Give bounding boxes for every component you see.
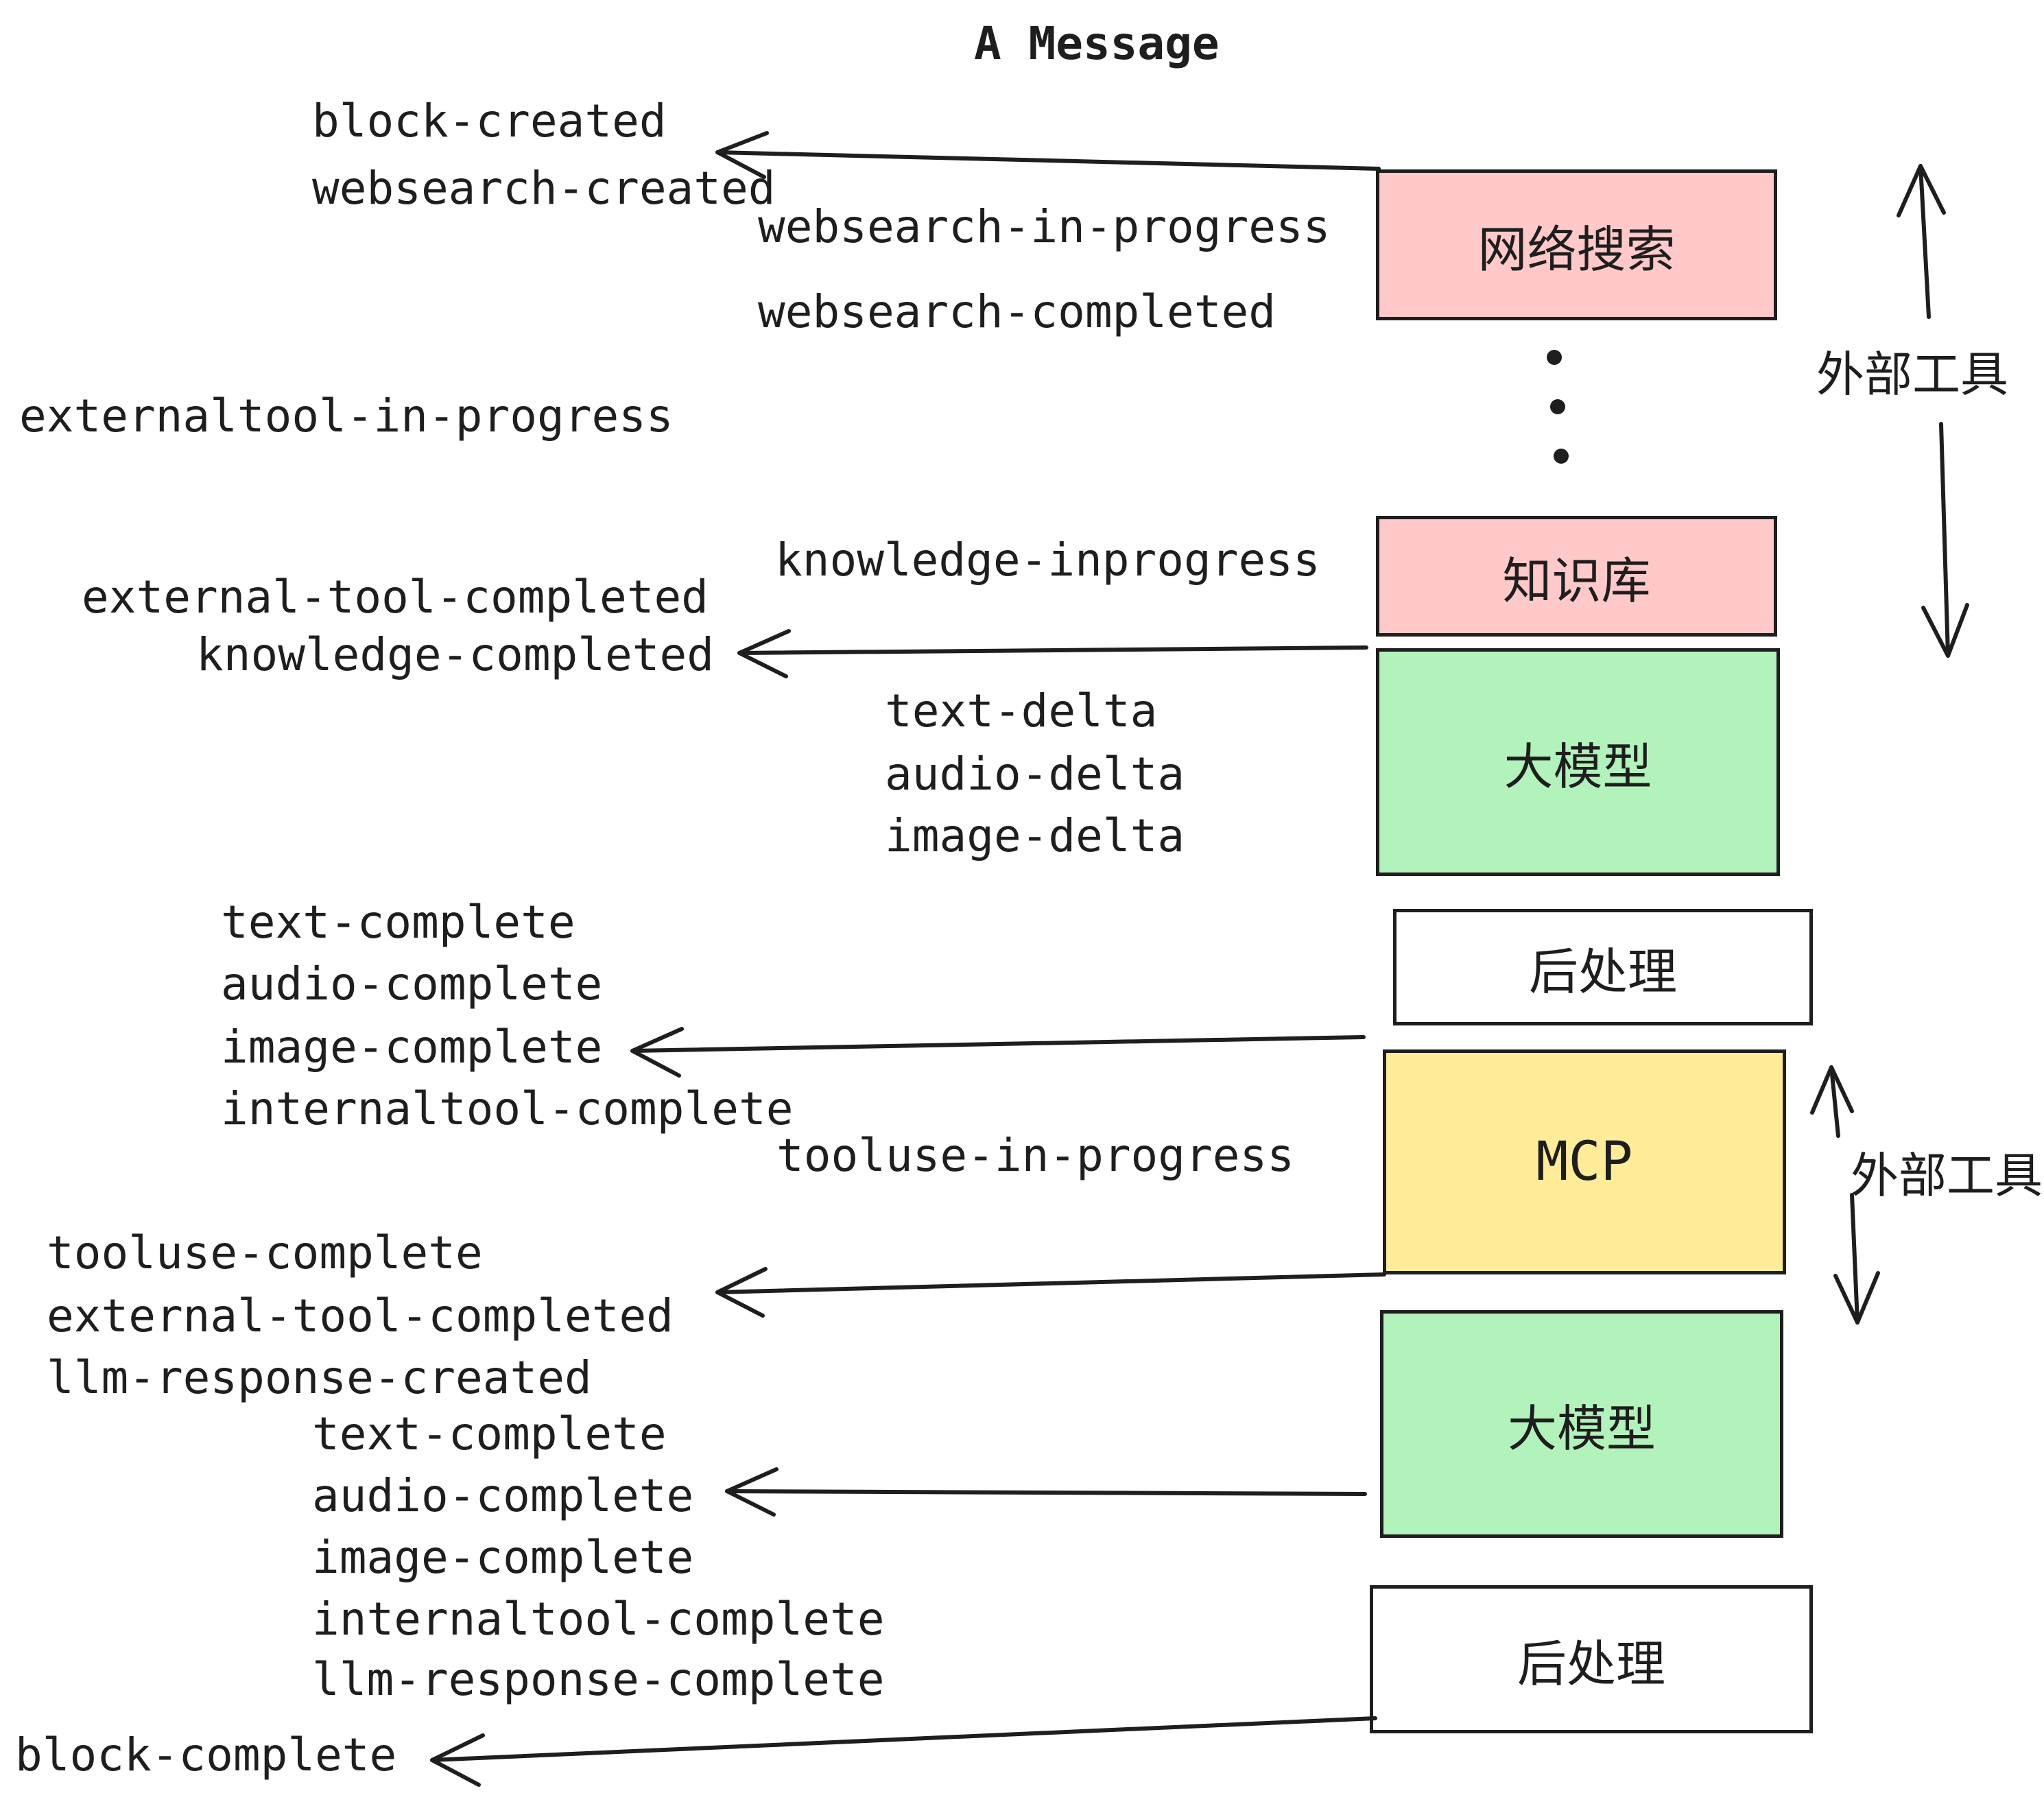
event-internaltool-complete: internaltool-complete <box>221 1082 794 1135</box>
event-tooluse-complete: tooluse-complete <box>47 1226 483 1279</box>
event-llm-response-created: llm-response-created <box>47 1351 592 1404</box>
event-text-complete-2: text-complete <box>312 1408 667 1460</box>
node-llm-2: 大模型 <box>1380 1310 1783 1538</box>
event-audio-complete: audio-complete <box>221 958 603 1010</box>
event-websearch-created: websearch-created <box>312 162 776 215</box>
event-block-created: block-created <box>312 95 667 147</box>
node-postprocess-2: 后处理 <box>1370 1585 1813 1733</box>
node-mcp-label: MCP <box>1536 1131 1633 1193</box>
node-websearch-label: 网络搜索 <box>1477 222 1676 278</box>
event-websearch-in-progress: websearch-in-progress <box>758 200 1331 253</box>
node-postprocess-1-label: 后处理 <box>1528 945 1677 1000</box>
node-llm-1-label: 大模型 <box>1504 739 1652 795</box>
event-externaltool-in-progress: externaltool-in-progress <box>19 390 674 442</box>
external-tools-down-arrow-top <box>1921 422 1969 658</box>
node-llm-1: 大模型 <box>1376 648 1780 876</box>
event-websearch-completed: websearch-completed <box>758 285 1276 338</box>
node-mcp: MCP <box>1383 1049 1786 1274</box>
diagram-title: A Message <box>974 17 1220 70</box>
event-external-tool-completed-2: external-tool-completed <box>47 1290 674 1342</box>
event-text-delta: text-delta <box>885 685 1158 737</box>
arrow-to-knowledge-completed <box>737 629 1368 678</box>
event-llm-response-complete: llm-response-complete <box>312 1653 885 1706</box>
node-postprocess-1: 后处理 <box>1393 909 1813 1025</box>
node-knowledge: 知识库 <box>1376 516 1777 637</box>
event-audio-complete-2: audio-complete <box>312 1469 694 1522</box>
event-knowledge-inprogress: knowledge-inprogress <box>775 534 1320 586</box>
event-text-complete: text-complete <box>221 896 575 949</box>
external-tools-up-arrow-top <box>1897 164 1946 319</box>
side-label-external-tools-top: 外部工具 <box>1816 348 2008 401</box>
event-block-complete: block-complete <box>15 1729 397 1781</box>
node-postprocess-2-label: 后处理 <box>1517 1637 1665 1692</box>
arrow-to-block-complete <box>430 1716 1377 1787</box>
arrow-to-websearch-created <box>715 131 1381 179</box>
side-label-external-tools-bottom: 外部工具 <box>1851 1149 2043 1202</box>
event-external-tool-completed: external-tool-completed <box>82 571 709 624</box>
event-image-complete: image-complete <box>221 1021 603 1073</box>
node-llm-2-label: 大模型 <box>1507 1401 1656 1457</box>
event-knowledge-completed: knowledge-completed <box>196 628 714 681</box>
event-tooluse-in-progress: tooluse-in-progress <box>776 1129 1294 1182</box>
node-knowledge-label: 知识库 <box>1502 554 1651 609</box>
event-image-complete-2: image-complete <box>312 1531 694 1584</box>
ellipsis-dots <box>1547 350 1569 464</box>
external-tools-up-arrow-bottom <box>1810 1065 1854 1138</box>
arrow-to-external-tool-completed-2 <box>715 1267 1386 1318</box>
arrow-to-image-complete <box>630 1027 1366 1078</box>
event-image-delta: image-delta <box>885 809 1185 862</box>
node-websearch: 网络搜索 <box>1376 169 1777 320</box>
external-tools-down-arrow-bottom <box>1833 1193 1880 1325</box>
event-audio-delta: audio-delta <box>885 748 1185 800</box>
event-internaltool-complete-2: internaltool-complete <box>312 1593 885 1646</box>
arrow-to-audio-complete-2 <box>725 1467 1367 1517</box>
